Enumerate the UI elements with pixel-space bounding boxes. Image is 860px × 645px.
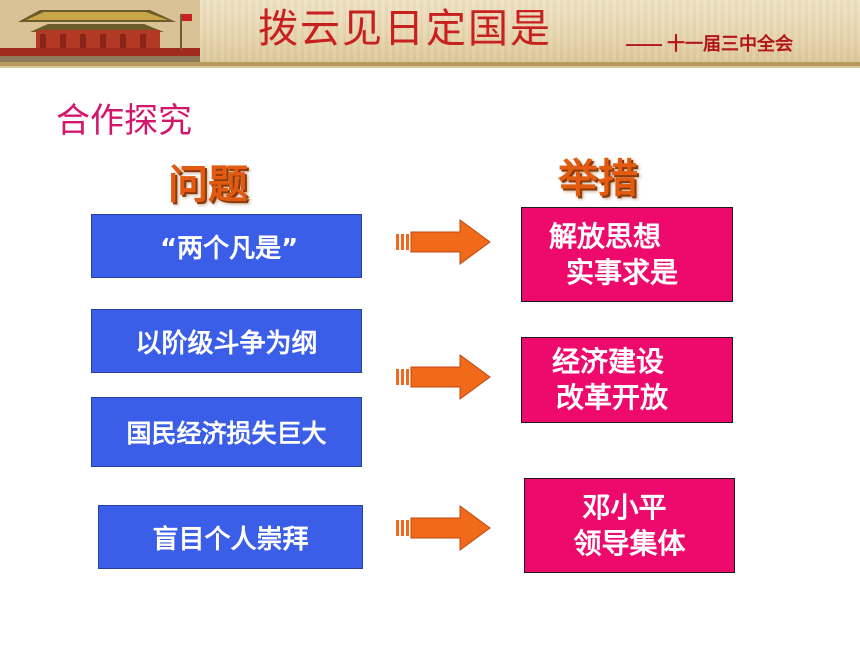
header-banner: 拨云见日定国是 —— 十一届三中全会 xyxy=(0,0,860,64)
problem-box-personality-cult: 盲目个人崇拜 xyxy=(98,505,363,569)
arrow-right-icon xyxy=(396,354,491,400)
tiananmen-gate-illustration xyxy=(0,0,200,64)
measure-box-ideology: 解放思想 实事求是 xyxy=(521,207,733,302)
arrow-right-icon xyxy=(396,219,491,265)
measure-line: 实事求是 xyxy=(565,255,678,289)
measure-line: 改革开放 xyxy=(555,381,668,414)
header-divider xyxy=(0,62,860,66)
problems-column-heading: 问题 xyxy=(168,162,248,208)
measure-box-leadership: 邓小平 领导集体 xyxy=(524,478,735,573)
problem-box-class-struggle: 以阶级斗争为纲 xyxy=(91,309,362,373)
measure-line: 经济建设 xyxy=(551,345,664,378)
measure-line: 解放思想 xyxy=(548,219,661,253)
section-title: 合作探究 xyxy=(56,101,192,141)
problem-box-economic-loss: 国民经济损失巨大 xyxy=(91,397,362,467)
page-title: 拨云见日定国是 xyxy=(258,6,552,52)
arrow-right-icon xyxy=(396,505,491,551)
measure-line: 邓小平 xyxy=(582,490,667,524)
measure-box-reform: 经济建设 改革开放 xyxy=(521,337,733,423)
measures-column-heading: 举措 xyxy=(558,156,638,202)
measure-line: 领导集体 xyxy=(573,526,686,560)
page-subtitle: —— 十一届三中全会 xyxy=(626,34,794,54)
problem-box-two-whatevers: “两个凡是” xyxy=(91,214,362,278)
header-divider-light xyxy=(0,66,860,68)
